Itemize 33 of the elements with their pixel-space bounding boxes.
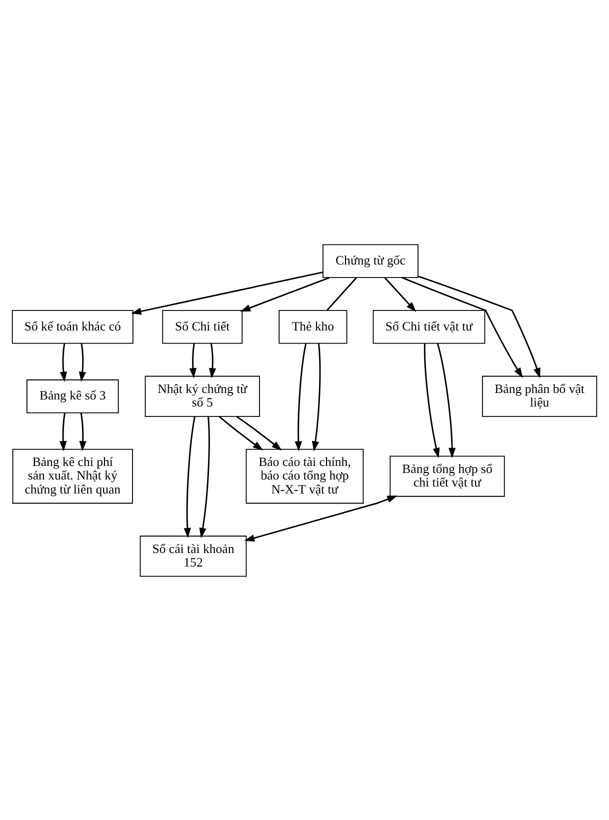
arrow xyxy=(294,342,307,452)
arrow xyxy=(189,342,196,378)
node-box: Sổ kế toán khác có xyxy=(12,309,134,344)
arrow xyxy=(60,412,67,451)
node-box: Báo cáo tài chính, báo cáo tổng hợp N-X-T vật tư xyxy=(246,448,364,504)
node-box: Thẻ kho xyxy=(278,309,348,344)
arrow xyxy=(79,412,86,451)
node-box: Bảng tổng hợp sổ chi tiết vật tư xyxy=(390,455,505,496)
arrow xyxy=(436,342,456,458)
arrow xyxy=(184,416,196,538)
arrow xyxy=(218,416,264,450)
arrow xyxy=(384,276,416,312)
arrow xyxy=(402,276,523,378)
arrow xyxy=(240,276,330,312)
arrow xyxy=(418,275,540,378)
arrow xyxy=(424,343,440,458)
arrow xyxy=(208,342,216,378)
node-box: Sổ cái tài khoản 152 xyxy=(140,535,247,576)
node-box: Nhật ký chứng từ số 5 xyxy=(144,375,260,416)
node-box: Bảng kê số 3 xyxy=(26,378,119,413)
node-box: Sổ Chi tiết vật tư xyxy=(372,309,486,344)
node-box: Bảng kê chi phí sản xuất. Nhật ký chứng từ liên quan xyxy=(12,448,133,504)
arrow xyxy=(244,495,398,542)
node-box: Chứng từ gốc xyxy=(322,244,418,278)
arrow xyxy=(60,342,67,382)
arrow xyxy=(236,415,282,450)
node-box: Bảng phân bổ vật liệu xyxy=(482,375,598,416)
arrow xyxy=(130,271,324,314)
arrow xyxy=(312,343,321,451)
connector xyxy=(326,276,357,310)
arrow xyxy=(199,416,210,538)
node-box: Sổ Chi tiết xyxy=(162,309,243,344)
arrow xyxy=(78,342,86,382)
